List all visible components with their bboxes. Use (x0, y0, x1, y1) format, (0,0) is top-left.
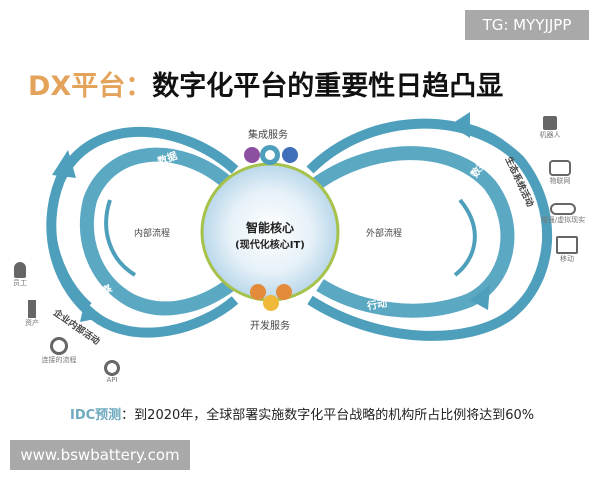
left-icon-process: 连接的流程 (34, 337, 84, 365)
left-innermost-arc (104, 199, 137, 277)
development-gears-icon (250, 284, 292, 311)
arrow-head-right-bottom (470, 285, 490, 310)
footer-text: ：到2020年，全球部署实施数字化平台战略的机构所占比例将达到60% (121, 408, 535, 423)
right-loop-label: 外部流程 (366, 229, 403, 239)
right-inner-band (310, 146, 515, 318)
arrow-head-right-top (450, 112, 470, 138)
right-icon-iot: 物联网 (530, 160, 590, 186)
right-icon-vr: 增强/虚拟现实 (533, 203, 593, 225)
integration-gears-icon (244, 145, 298, 165)
right-icon-mobile: 移动 (537, 236, 597, 264)
watermark-bottom: www.bswbattery.com (10, 440, 190, 470)
api-gear-icon (104, 360, 120, 376)
top-service-label: 集成服务 (248, 130, 288, 141)
right-innermost-arc (453, 198, 477, 277)
arrow-head-left-bottom (80, 300, 100, 322)
vr-glasses-icon (550, 203, 576, 215)
footer-prefix: IDC预测 (70, 408, 122, 423)
page-title: DX平台：数字化平台的重要性日趋凸显 (28, 64, 503, 103)
robot-icon (543, 116, 557, 130)
right-icon-robot: 机器人 (520, 116, 580, 140)
watermark-top: TG: MYYJJPP (465, 10, 589, 40)
left-icon-employee: 员工 (0, 262, 40, 288)
core-title: 智能核心 (245, 221, 294, 235)
title-main: 数字化平台的重要性日趋凸显 (152, 71, 504, 102)
right-outer-thin-arc (459, 122, 549, 292)
process-gear-icon (50, 337, 68, 355)
tablet-icon (556, 236, 578, 254)
left-inner-band (80, 147, 235, 316)
arrow-head-left-top (52, 150, 76, 178)
core-subtitle: (现代化核心IT) (235, 240, 305, 251)
left-loop-label: 内部流程 (134, 229, 171, 239)
car-icon (549, 160, 571, 176)
employee-icon (14, 262, 26, 278)
title-prefix: DX平台： (28, 71, 153, 102)
left-icon-assets: 资产 (12, 300, 52, 328)
left-icon-api: API (92, 360, 132, 384)
bottom-service-label: 开发服务 (250, 321, 290, 332)
footer-note: IDC预测：到2020年，全球部署实施数字化平台战略的机构所占比例将达到60% (70, 404, 534, 423)
robot-arm-icon (28, 300, 36, 318)
